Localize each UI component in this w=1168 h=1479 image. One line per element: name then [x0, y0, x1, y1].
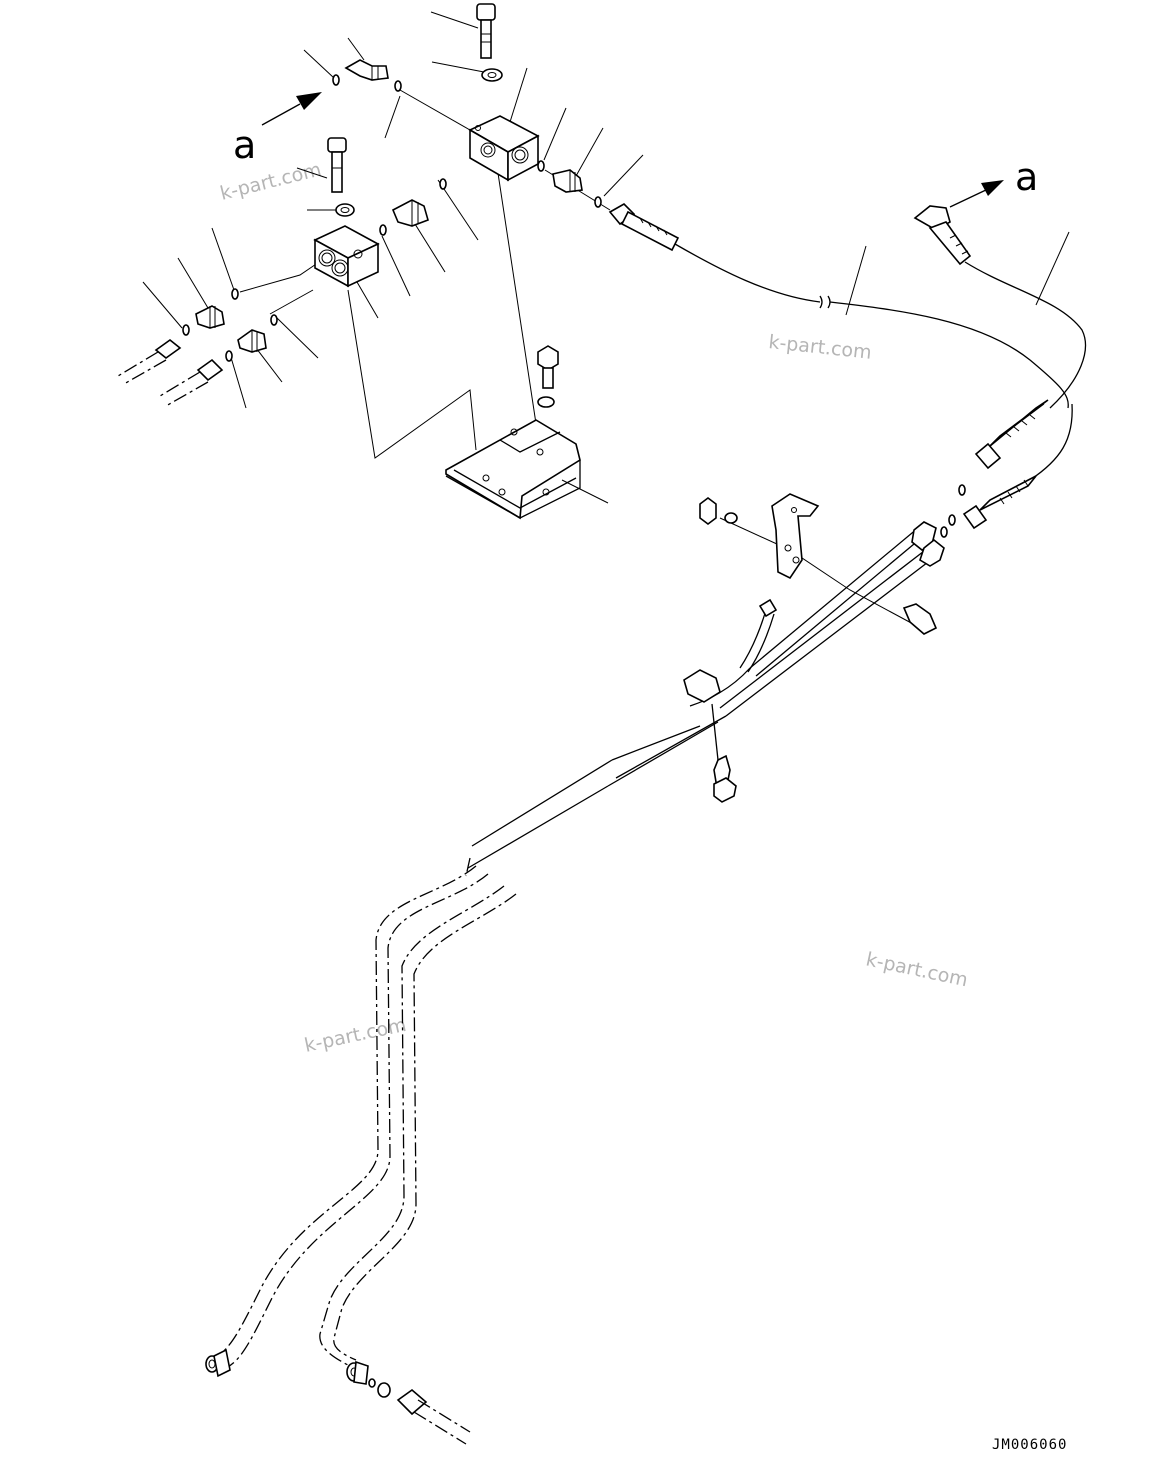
elbow-tube-right: [739, 598, 938, 673]
hose-end-left-upper: [117, 338, 182, 385]
o-ring-f: [379, 224, 387, 236]
fitting-bottom-center: [346, 1360, 391, 1398]
adapter-fitting-left-upper: [195, 305, 225, 329]
bolt-upper: [476, 3, 496, 59]
washer-lower-left: [335, 203, 355, 217]
clamp-bracket-right: [699, 493, 820, 580]
o-ring-g: [439, 178, 447, 190]
fitting-bottom-left: [205, 1348, 231, 1378]
o-ring-d: [948, 514, 956, 526]
o-ring-e: [940, 526, 948, 538]
leader-lines: [142, 11, 1070, 504]
watermark-2: k-part.com: [767, 331, 872, 364]
drawing-number: JM006060: [992, 1437, 1067, 1453]
o-ring-h: [231, 288, 239, 300]
valve-block-upper: [468, 115, 540, 182]
view-arrow-left: a: [233, 92, 322, 167]
washer-bracket: [537, 396, 555, 408]
mounting-bracket: [445, 419, 581, 520]
o-ring-c: [958, 484, 966, 496]
hose-1: [608, 203, 1069, 470]
bolt-bracket: [537, 345, 559, 389]
adapter-fitting-upper-right: [552, 169, 583, 193]
bolt-lower-left: [327, 137, 347, 193]
hose-end-bottom: [396, 1388, 471, 1445]
view-label-left: a: [233, 123, 256, 167]
o-ring-b: [594, 196, 602, 208]
o-ring-k: [225, 350, 233, 362]
o-ring-j: [270, 314, 278, 326]
pipe-pair-main: [467, 521, 945, 869]
watermark-4: k-part.com: [302, 1014, 408, 1057]
view-arrow-right: a: [949, 155, 1038, 208]
adapter-fitting-lower-center: [391, 199, 429, 227]
watermark-3: k-part.com: [864, 948, 970, 991]
hose-end-left-lower: [159, 358, 224, 407]
view-label-right: a: [1015, 155, 1038, 199]
o-ring-a: [537, 160, 545, 172]
clamp-middle: [683, 669, 737, 803]
hose-2: [913, 205, 1087, 530]
adapter-fitting-left-lower: [237, 329, 267, 353]
o-ring-i: [182, 324, 190, 336]
valve-block-lower: [313, 225, 380, 288]
washer-upper: [481, 68, 503, 82]
phantom-pipes: [213, 857, 517, 1369]
elbow-fitting-top: [332, 59, 402, 92]
assembly-guide-lines: [239, 89, 916, 626]
